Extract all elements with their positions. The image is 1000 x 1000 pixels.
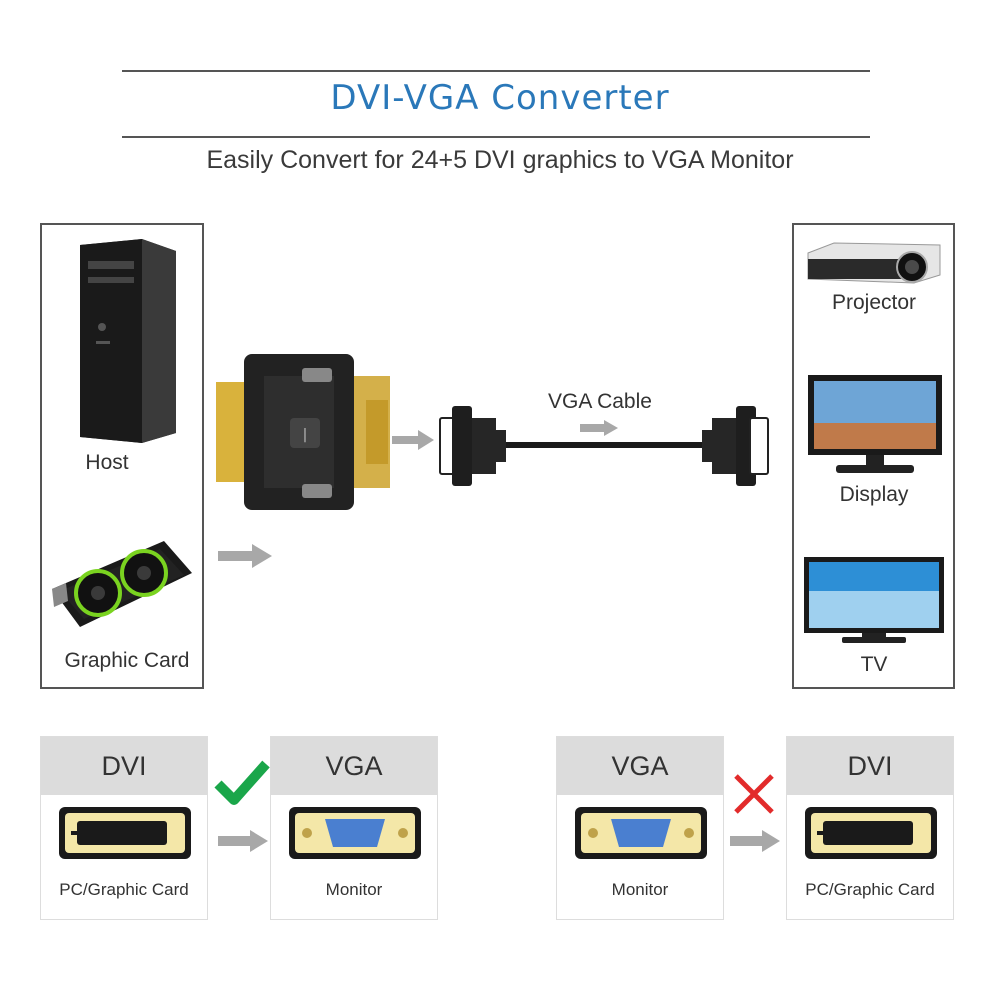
arrow-right-icon (580, 420, 618, 436)
dvi-vga-adapter-image: | (216, 354, 390, 510)
vga-port-icon (289, 807, 421, 859)
graphic-card-icon (52, 541, 192, 627)
arrow-right-icon (730, 830, 780, 852)
dvi-card-caption: PC/Graphic Card (59, 880, 189, 899)
graphic-card-label: Graphic Card (64, 649, 190, 672)
source-panel: Host Graphic Card (40, 223, 204, 689)
vga-cable-image (439, 406, 769, 486)
top-divider (122, 70, 870, 72)
vga-port-icon (575, 807, 707, 859)
vga-source-card: VGA Monitor (556, 736, 724, 920)
svg-text:|: | (303, 427, 308, 443)
projector-icon (807, 242, 941, 284)
output-panel: Projector Display TV (792, 223, 955, 689)
display-label: Display (839, 483, 909, 506)
dvi-port-icon (805, 807, 937, 859)
page-title: DVI-VGA Converter (330, 78, 670, 118)
dvi-port-icon (59, 807, 191, 859)
vga-card-caption: Monitor (611, 880, 669, 899)
host-label: Host (85, 451, 129, 474)
projector-label: Projector (831, 291, 917, 314)
vga-card-title: VGA (271, 737, 437, 795)
vga-card-caption: Monitor (325, 880, 383, 899)
arrow-right-icon (218, 830, 268, 852)
check-icon (214, 760, 270, 805)
tv-label: TV (860, 653, 888, 676)
host-pc-icon (80, 239, 176, 443)
dvi-card-title: DVI (41, 737, 207, 795)
vga-card-title: VGA (557, 737, 723, 795)
dvi-card-caption: PC/Graphic Card (805, 880, 935, 899)
vga-cable-label: VGA Cable (548, 390, 652, 413)
cross-icon (734, 774, 774, 814)
tv-icon (804, 557, 944, 643)
dvi-source-card: DVI PC/Graphic Card (40, 736, 208, 920)
display-icon (808, 375, 942, 473)
dvi-target-card: DVI PC/Graphic Card (786, 736, 954, 920)
title-divider (122, 136, 870, 138)
arrow-right-icon (218, 544, 272, 568)
vga-target-card: VGA Monitor (270, 736, 438, 920)
dvi-card-title: DVI (787, 737, 953, 795)
arrow-right-icon (392, 430, 434, 450)
page-subtitle: Easily Convert for 24+5 DVI graphics to … (206, 146, 794, 174)
